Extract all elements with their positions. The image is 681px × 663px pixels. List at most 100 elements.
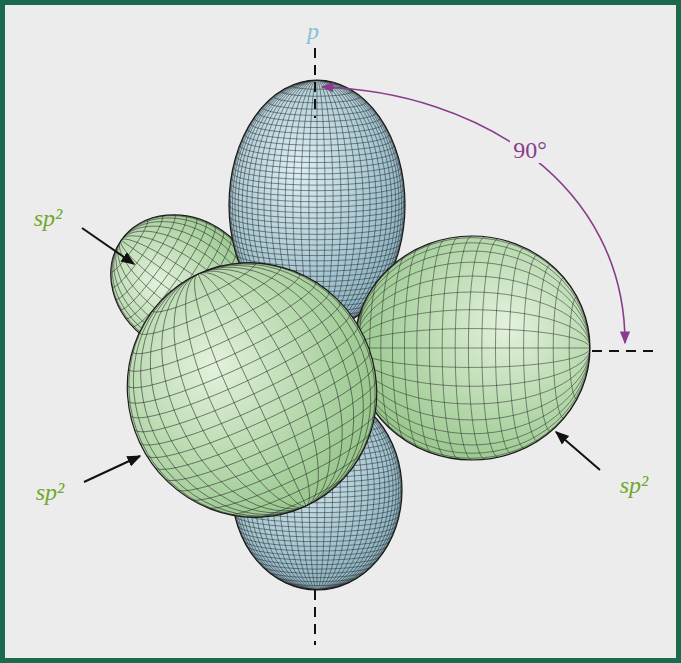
mesh-line	[354, 348, 590, 404]
frame	[3, 3, 679, 661]
mesh-line	[455, 236, 472, 460]
mesh-line	[509, 248, 524, 449]
lobe-outline	[86, 222, 419, 559]
mesh-line	[553, 278, 564, 419]
mesh-line	[354, 262, 590, 348]
lobe-outline	[354, 236, 590, 460]
mesh-line	[524, 255, 538, 441]
mesh-line	[354, 348, 590, 434]
mesh-line	[354, 348, 590, 458]
mesh-line	[252, 555, 381, 565]
mesh-line	[234, 162, 399, 174]
mesh-line	[234, 248, 399, 260]
mesh-line	[354, 292, 590, 348]
orbital-label: p	[304, 18, 322, 44]
axis-line	[592, 350, 660, 352]
mesh-line	[243, 540, 390, 551]
mesh-line	[198, 265, 326, 506]
mesh-line	[495, 242, 511, 453]
mesh-line	[274, 96, 361, 103]
mesh-line	[354, 243, 590, 348]
mesh-line	[429, 239, 445, 457]
orbital-label: sp²	[33, 479, 68, 505]
mesh-line	[242, 140, 392, 151]
orbital-lobes	[83, 80, 590, 590]
mesh-line	[241, 535, 393, 546]
mesh-line	[154, 365, 381, 484]
mesh-line	[230, 183, 403, 196]
mesh-line	[281, 91, 353, 96]
leader-line	[84, 456, 140, 482]
orbital-lobe	[354, 236, 590, 460]
mesh-line	[262, 107, 372, 115]
mesh-line	[238, 151, 396, 163]
mesh-line	[175, 395, 383, 504]
axis-line	[314, 48, 316, 118]
mesh-line	[239, 530, 395, 542]
mesh-line	[229, 210, 405, 223]
mesh-line	[354, 329, 590, 348]
mesh-line	[267, 102, 366, 109]
mesh-line	[237, 525, 396, 537]
leader-line	[82, 228, 134, 264]
leader-line	[556, 432, 600, 470]
angle-label: 90°	[510, 137, 550, 163]
mesh-line	[229, 200, 405, 213]
mesh-line	[198, 225, 412, 506]
mesh-line	[232, 172, 402, 185]
mesh-line	[140, 338, 373, 460]
mesh-line	[246, 545, 388, 556]
mesh-line	[569, 297, 577, 400]
mesh-line	[129, 282, 322, 383]
mesh-line	[250, 123, 383, 133]
lobe-mesh	[86, 222, 419, 559]
mesh-line	[354, 348, 590, 445]
mesh-line	[249, 550, 385, 560]
mesh-line	[354, 251, 590, 348]
mesh-line	[112, 216, 167, 291]
mesh-line	[229, 205, 405, 218]
mesh-line	[244, 134, 389, 145]
mesh-line	[164, 379, 383, 494]
mesh-line	[230, 227, 403, 240]
mesh-line	[231, 178, 403, 191]
mesh-line	[223, 447, 369, 523]
mesh-line	[354, 348, 590, 453]
mesh-line	[405, 248, 420, 449]
mesh-line	[231, 232, 403, 245]
mesh-line	[240, 145, 395, 157]
mesh-line	[256, 560, 377, 569]
mesh-line	[266, 570, 368, 578]
mesh-line	[247, 129, 387, 139]
mesh-line	[229, 194, 404, 207]
mesh-line	[204, 428, 377, 519]
mesh-line	[381, 265, 394, 432]
mesh-line	[230, 189, 404, 202]
mesh-line	[417, 242, 433, 453]
lobe-body	[354, 236, 590, 460]
mesh-line	[230, 221, 404, 234]
mesh-line	[178, 274, 306, 515]
mesh-line	[392, 255, 406, 441]
mesh-line	[258, 113, 377, 122]
mesh-line	[236, 520, 398, 532]
mesh-line	[198, 222, 417, 506]
mesh-line	[159, 274, 306, 524]
mesh-line	[233, 243, 401, 256]
mesh-line	[354, 348, 590, 349]
mesh-line	[146, 351, 377, 472]
orbital-label: sp²	[31, 205, 66, 231]
orbital-label: sp²	[617, 472, 652, 498]
mesh-line	[233, 167, 401, 180]
mesh-line	[272, 575, 362, 582]
mesh-line	[354, 348, 590, 367]
mesh-line	[229, 216, 404, 229]
mesh-line	[198, 274, 306, 506]
mesh-line	[354, 238, 590, 348]
axis-line	[314, 590, 316, 645]
mesh-line	[538, 265, 551, 432]
mesh-line	[254, 118, 380, 127]
mesh-line	[482, 239, 498, 457]
